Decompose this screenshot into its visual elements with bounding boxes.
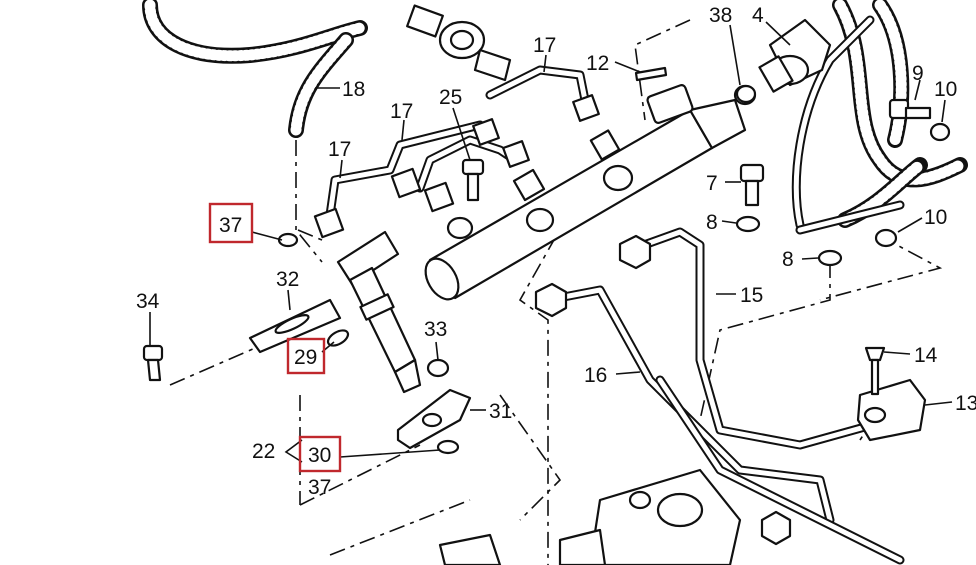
clamp-bolt xyxy=(142,344,164,382)
callout-4: 4 xyxy=(752,4,764,27)
callout-10-top: 10 xyxy=(934,78,957,101)
callout-38: 38 xyxy=(709,4,732,27)
callout-17-top: 17 xyxy=(533,34,556,57)
callout-37-bottom: 37 xyxy=(308,476,331,499)
callout-14: 14 xyxy=(914,344,938,367)
callout-34: 34 xyxy=(136,290,160,313)
highlighted-callouts: 37 29 30 xyxy=(208,202,342,473)
callout-29-highlighted: 29 xyxy=(294,346,317,369)
pipe-union-nuts xyxy=(313,94,792,546)
callout-17-middle: 17 xyxy=(390,100,413,123)
callout-8-upper: 8 xyxy=(706,211,718,234)
highlight-box-37 xyxy=(208,202,254,244)
callout-32: 32 xyxy=(276,268,299,291)
banjo-bolts xyxy=(461,98,932,207)
callout-37-highlighted: 37 xyxy=(219,214,242,237)
callout-labels: 4 38 17 12 18 25 17 17 9 10 7 8 10 8 15 … xyxy=(136,4,976,499)
callout-18: 18 xyxy=(342,78,365,101)
fuel-injector xyxy=(336,230,422,394)
callout-30-highlighted: 30 xyxy=(308,444,331,467)
callout-17-left: 17 xyxy=(328,138,351,161)
callout-12: 12 xyxy=(586,52,609,75)
callout-9: 9 xyxy=(912,62,924,85)
callout-31: 31 xyxy=(489,400,512,423)
seals-and-washers xyxy=(277,66,951,455)
pipe-clamp xyxy=(406,4,512,82)
mounting-flange xyxy=(396,388,472,450)
clamp-plate xyxy=(248,298,342,354)
high-pressure-pump xyxy=(438,468,742,565)
callout-13: 13 xyxy=(955,392,976,415)
fuel-rail xyxy=(424,84,747,301)
callout-33: 33 xyxy=(424,318,447,341)
support-bracket xyxy=(856,346,927,442)
callout-25: 25 xyxy=(439,86,462,109)
return-hoses xyxy=(142,0,968,228)
leader-lines xyxy=(149,21,953,463)
callout-15: 15 xyxy=(740,284,763,307)
injector-pipes xyxy=(325,15,905,565)
callout-22: 22 xyxy=(252,440,275,463)
callout-7: 7 xyxy=(706,172,718,195)
highlight-box-29 xyxy=(286,337,326,375)
callout-16: 16 xyxy=(584,364,607,387)
callout-10-right: 10 xyxy=(924,206,947,229)
callout-8-lower: 8 xyxy=(782,248,794,271)
highlight-box-30 xyxy=(298,435,342,473)
